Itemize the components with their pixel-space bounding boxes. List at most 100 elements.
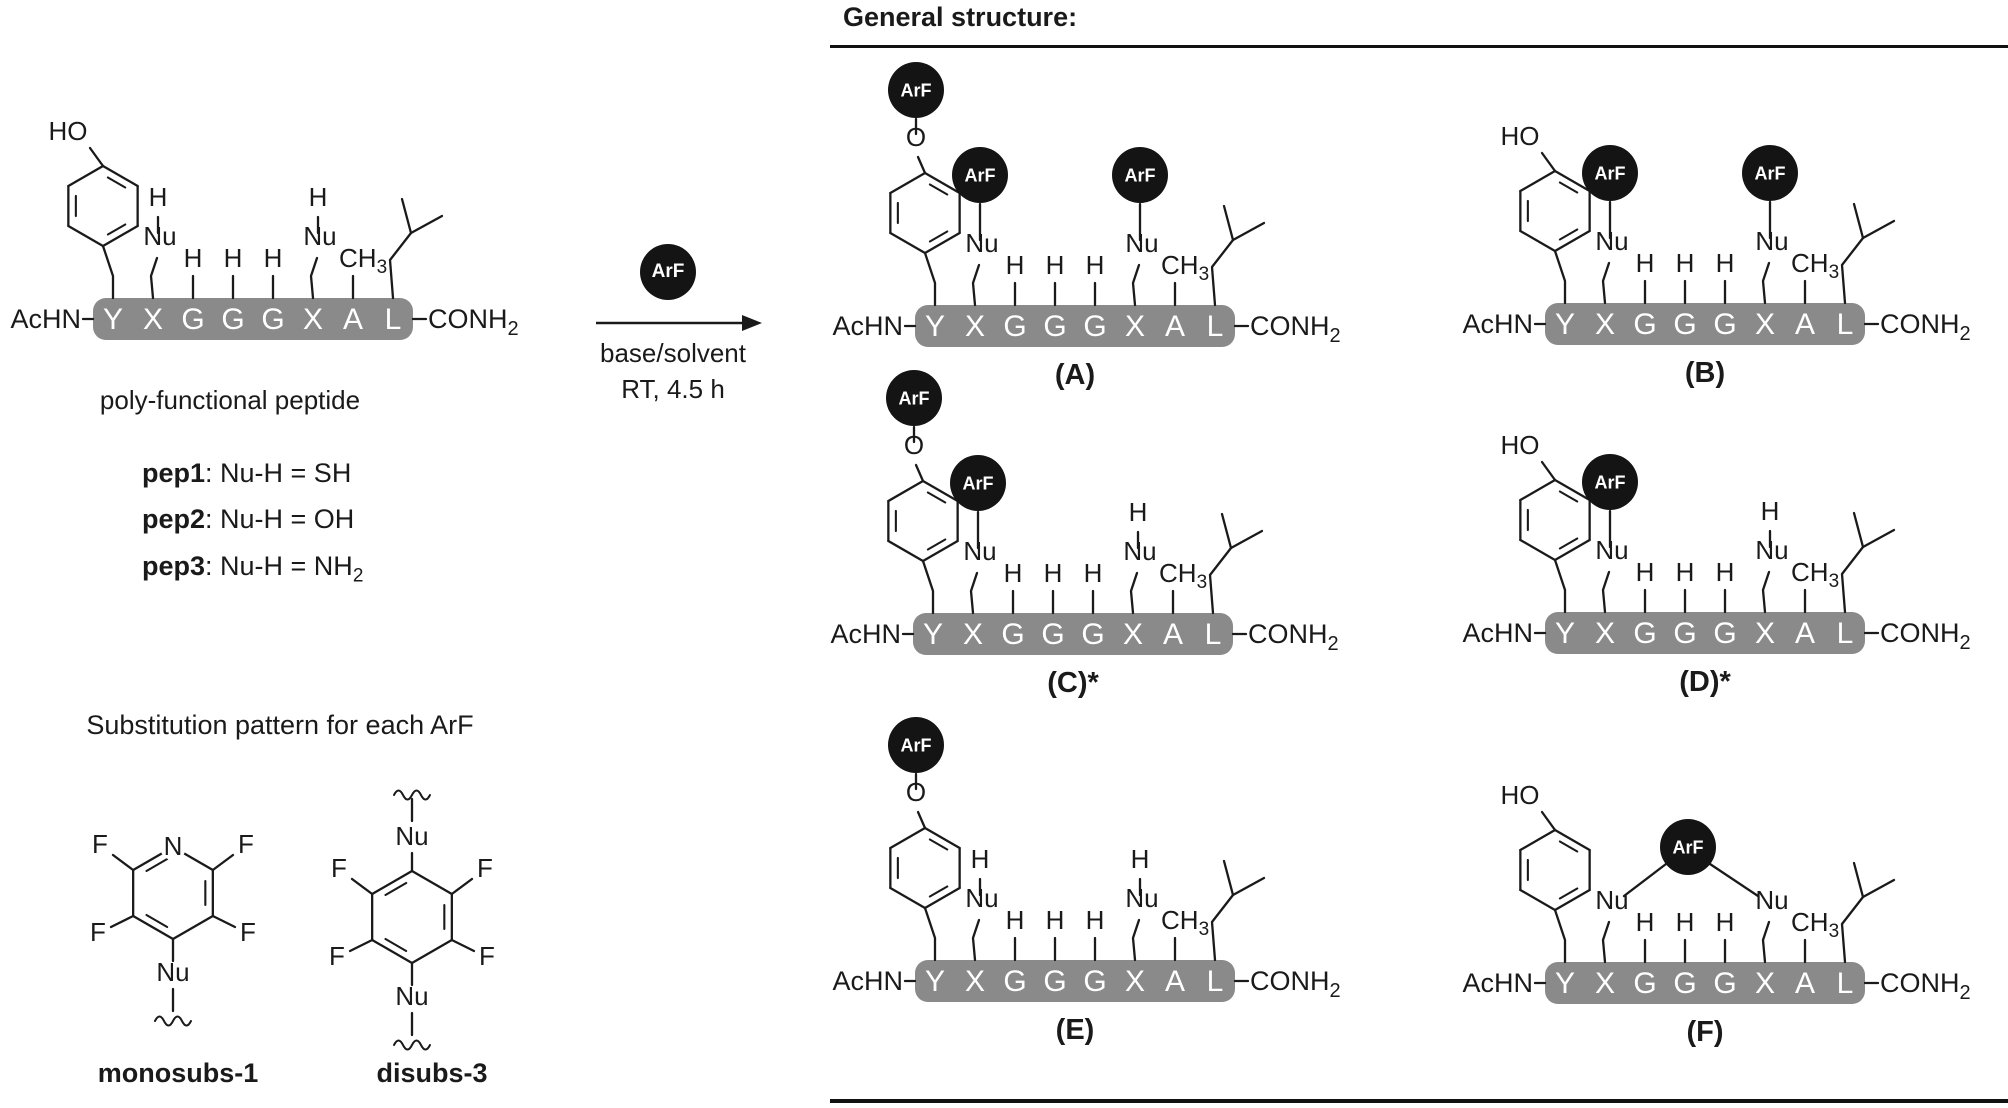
- n-terminus-label: AcHN: [10, 304, 81, 334]
- ring-n-mask: [160, 834, 186, 860]
- hydroxyl-label: HO: [1501, 430, 1540, 460]
- bond: [1861, 219, 1896, 240]
- bond: [971, 918, 981, 962]
- bond: [916, 155, 927, 175]
- f-label: F: [90, 917, 106, 947]
- bond: [132, 914, 175, 941]
- bond: [1601, 261, 1611, 305]
- bond: [1540, 810, 1557, 832]
- bond: [350, 877, 374, 896]
- f-label: F: [331, 853, 347, 883]
- bond: [348, 938, 374, 953]
- residue-letter: L: [1837, 308, 1854, 341]
- bond: [889, 171, 927, 195]
- residue-letter: X: [143, 303, 163, 336]
- bond: [921, 539, 959, 563]
- bond: [923, 826, 961, 850]
- bond: [1852, 861, 1865, 899]
- nu-label: Nu: [1125, 228, 1158, 258]
- residue-letter: X: [1123, 618, 1143, 651]
- n-terminus-label: AcHN: [1462, 309, 1533, 339]
- nu-h-label: H: [1761, 496, 1780, 526]
- bond: [101, 244, 115, 300]
- nu-arf-circle: [1112, 147, 1168, 203]
- peptide-bar: [913, 613, 1233, 655]
- c-terminus-label: CONH2: [1880, 968, 1971, 1004]
- residue-letter: L: [1207, 965, 1224, 998]
- bond: [67, 164, 105, 188]
- nu-h-label: H: [309, 182, 328, 212]
- residue-letter: G: [1003, 310, 1026, 343]
- bond: [450, 938, 476, 953]
- bond: [1558, 228, 1579, 241]
- glycine-h-label: H: [1046, 905, 1065, 935]
- conditions-line-1: base/solvent: [600, 338, 746, 368]
- bond: [88, 146, 105, 168]
- bond: [1558, 887, 1579, 900]
- alanine-ch3-label: CH3: [1161, 250, 1209, 285]
- peptide-bar: [915, 305, 1235, 347]
- residue-letter: G: [1043, 965, 1066, 998]
- bond: [916, 810, 927, 830]
- residue-letter: A: [343, 303, 363, 336]
- bond: [1553, 888, 1591, 912]
- bond: [1553, 538, 1591, 562]
- bond: [923, 886, 961, 910]
- bond: [887, 539, 925, 563]
- bond: [309, 256, 319, 300]
- bond: [1519, 888, 1557, 912]
- bond: [109, 914, 135, 929]
- bond: [1210, 238, 1235, 307]
- pep-def: : Nu-H = SH: [205, 458, 352, 488]
- bond: [409, 214, 444, 235]
- nu-arf-circle: [952, 147, 1008, 203]
- tyrosine-arf-circle: [888, 62, 944, 118]
- glycine-h-label: H: [1716, 557, 1735, 587]
- ether-oxygen-label: O: [906, 122, 926, 152]
- bond: [211, 914, 237, 929]
- bond: [1210, 893, 1235, 962]
- bond: [1553, 828, 1591, 852]
- bond: [1553, 558, 1567, 614]
- residue-letter: L: [1205, 618, 1222, 651]
- nu-label: Nu: [963, 536, 996, 566]
- residue-letter: G: [221, 303, 244, 336]
- residue-letter: Y: [923, 618, 943, 651]
- footer-rule: [830, 1099, 2008, 1103]
- pep-name: pep1: [142, 458, 206, 488]
- nu-arf-circle: [1582, 145, 1638, 201]
- bond: [171, 914, 214, 941]
- bond: [1840, 895, 1865, 964]
- bond: [1558, 181, 1579, 194]
- reactant-caption: poly-functional peptide: [99, 385, 361, 415]
- nu-label: Nu: [156, 957, 189, 987]
- residue-letter: A: [1795, 967, 1815, 1000]
- residue-letter: G: [1713, 967, 1736, 1000]
- bond: [1231, 221, 1266, 242]
- residue-letter: X: [1595, 617, 1615, 650]
- bond: [1553, 169, 1591, 193]
- structure-label: (F): [1686, 1016, 1723, 1048]
- f-label: F: [240, 917, 256, 947]
- arf-circle-label: ArF: [1755, 164, 1786, 184]
- glycine-h-label: H: [1006, 905, 1025, 935]
- residue-letter: X: [965, 310, 985, 343]
- glycine-h-label: H: [184, 243, 203, 273]
- glycine-h-label: H: [1716, 248, 1735, 278]
- structure-label: (B): [1685, 357, 1725, 389]
- bond: [384, 881, 408, 897]
- bond: [1761, 261, 1771, 305]
- bond: [921, 559, 935, 615]
- bond: [1861, 878, 1896, 899]
- arf-circle-label: ArF: [901, 736, 932, 756]
- glycine-h-label: H: [1636, 248, 1655, 278]
- residue-letter: G: [1713, 617, 1736, 650]
- bond: [1558, 490, 1579, 503]
